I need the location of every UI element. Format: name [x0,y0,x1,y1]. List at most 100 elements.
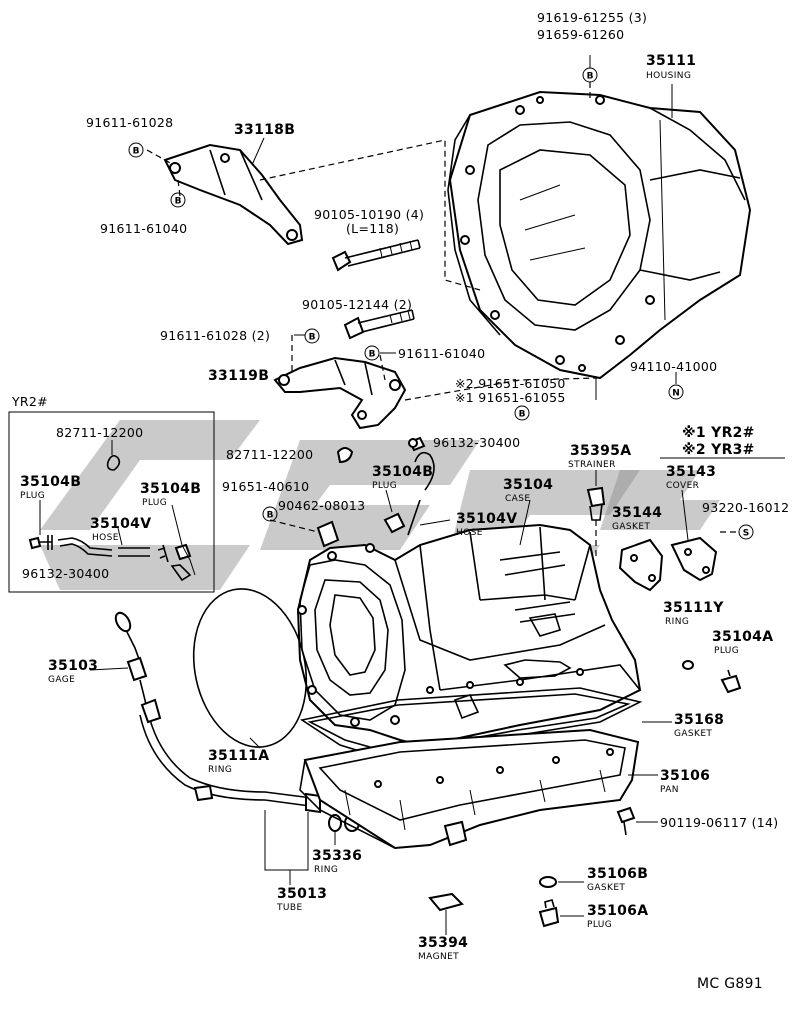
label-strainer: STRAINER [568,460,616,470]
b-symbol-text: B [267,511,274,521]
plug-35106A [538,899,560,928]
label-90462-08013: 90462-08013 [278,498,365,513]
n-symbol: N [668,384,684,400]
label-plug-c: PLUG [372,481,397,491]
label-gasket-a: GASKET [612,522,650,532]
label-hose-b: HOSE [456,528,483,538]
b-symbol-text: B [519,410,526,420]
label-90105-12144: 90105-12144 (2) [302,297,412,312]
label-35394: 35394 [418,935,468,951]
label-35104V-a: 35104V [90,516,151,532]
b-symbol-text: B [587,72,594,82]
label-gage: GAGE [48,675,75,685]
label-hose-a: HOSE [92,533,119,543]
label-91659-61260: 91659-61260 [537,27,624,42]
label-90105-10190: 90105-10190 (4) [314,207,424,222]
label-91651-40610: 91651-40610 [222,479,309,494]
label-35111Y: 35111Y [663,600,724,616]
label-35104B-c: 35104B [372,464,433,480]
label-35144: 35144 [612,505,662,521]
label-35336: 35336 [312,848,362,864]
label-plug-a: PLUG [20,491,45,501]
label-96132-30400-a: 96132-30400 [22,566,109,581]
label-91611-61028-2: 91611-61028 (2) [160,328,270,343]
leader-35103 [89,667,129,671]
label-35106: 35106 [660,768,710,784]
label-l118: (L=118) [346,221,399,236]
label-35104: 35104 [503,477,553,493]
b-symbol-33118b-a: B [128,142,144,158]
label-ring-a: RING [665,617,689,627]
label-note1: ※1 YR2# [682,425,755,441]
b-symbol-91651: B [514,405,530,421]
b-symbol-33119b-b: B [364,345,380,361]
label-82711-12200-a: 82711-12200 [56,425,143,440]
label-pan: PAN [660,785,679,795]
b-symbol-top: B [582,67,598,83]
clip-82711 [336,447,354,464]
gasket-35106B [539,876,557,888]
label-plug-b: PLUG [142,498,167,508]
yr2-box-parts [28,440,196,582]
label-91651-61050: ※2 91651-61050 [455,376,566,391]
diagram-code: MC G891 [697,976,763,992]
bolt-96132 [408,438,418,448]
label-housing: HOUSING [646,71,691,81]
label-91619-61255: 91619-61255 (3) [537,10,647,25]
label-ring-c: RING [314,865,338,875]
leader-33118b [251,137,265,166]
label-91611-61040b: 91611-61040 [398,346,485,361]
label-82711-12200-b: 82711-12200 [226,447,313,462]
dash-33118b-housing [259,139,481,291]
b-symbol-33119b-a: B [304,328,320,344]
bracket-35013 [264,810,309,871]
yr2-box [8,411,215,593]
label-35168: 35168 [674,712,724,728]
label-96132-30400-b: 96132-30400 [433,435,520,450]
label-91611-61040: 91611-61040 [100,221,187,236]
label-33118B: 33118B [234,122,295,138]
label-note2: ※2 YR3# [682,442,755,458]
b-symbol-text: B [369,350,376,360]
label-35106A: 35106A [587,903,648,919]
leader-35143 [681,489,689,541]
label-91611-61028: 91611-61028 [86,115,173,130]
label-93220-16012: 93220-16012 [702,500,789,515]
b-symbol-91651-40610: B [262,506,278,522]
label-gasket-c: GASKET [587,883,625,893]
gasket-35144 [618,538,664,592]
label-tube: TUBE [276,903,303,913]
label-35104B-a: 35104B [20,474,81,490]
label-yr2: YR2# [11,394,48,409]
ring-35111A [192,588,308,748]
label-case: CASE [505,494,530,504]
label-35104V-b: 35104V [456,511,517,527]
bolt-90105-12144 [343,309,415,340]
b-symbol-text: B [309,333,316,343]
label-35395A: 35395A [570,443,631,459]
leader-33118b-b1 [146,149,173,165]
label-35013: 35013 [277,886,327,902]
pan-35106 [299,728,640,850]
b-symbol-text: B [175,197,182,207]
leader-35111a [249,737,261,749]
label-90119-06117: 90119-06117 (14) [660,815,778,830]
label-35111A: 35111A [208,748,269,764]
bracket-33119B [273,356,407,430]
bolt-90105-10190 [331,239,421,272]
leader-91651-40610 [269,519,319,533]
s-symbol: S [738,524,754,540]
label-35104B-b: 35104B [140,481,201,497]
label-35111: 35111 [646,53,696,69]
label-cover: COVER [666,481,699,491]
label-35143: 35143 [666,464,716,480]
housing-35111 [447,90,752,380]
label-94110-41000: 94110-41000 [630,359,717,374]
cover-35143 [670,536,718,582]
b-symbol-text: B [133,147,140,157]
label-magnet: MAGNET [418,952,459,962]
magnet-35394 [428,892,464,912]
leader-35104v [419,519,451,526]
label-plug-d: PLUG [714,646,739,656]
gage-35103 [114,611,149,716]
